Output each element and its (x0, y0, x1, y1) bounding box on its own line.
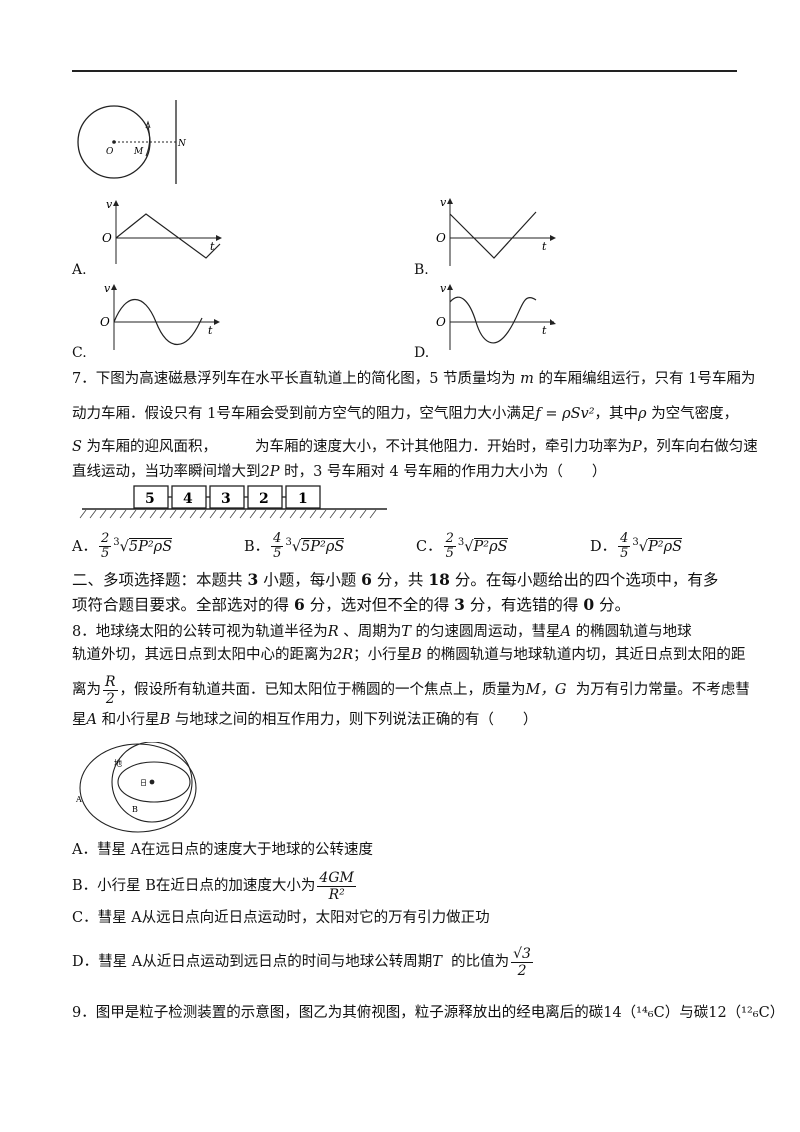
axis-v: v (440, 282, 447, 295)
axis-v: v (440, 196, 447, 209)
label-earth: 地 (114, 758, 122, 768)
axis-v: v (106, 198, 113, 211)
axis-t: t (208, 324, 213, 337)
q9-line1: 9．图甲是粒子检测装置的示意图，图乙为其俯视图，粒子源释放出的经电离后的碳14（… (72, 1005, 785, 1021)
graph-label-d: D. (414, 345, 430, 361)
graph-b: v O t (436, 196, 556, 266)
label-b: B (132, 805, 138, 814)
q7-line2: 动力车厢．假设只有 1号车厢会受到前方空气的阻力，空气阻力大小满足f = ρSv… (72, 406, 739, 422)
q8-option-c: C．彗星 A从远日点向近日点运动时，太阳对它的万有引力做正功 (72, 910, 490, 926)
axis-o: O (436, 231, 446, 245)
car-2: 2 (259, 491, 269, 507)
axis-o: O (102, 231, 112, 245)
q7-line4: 直线运动，当功率瞬间增大到2P 时，3 号车厢对 4 号车厢的作用力大小为（ ） (72, 464, 607, 480)
car-4: 4 (183, 491, 193, 507)
graph-label-b: B. (414, 262, 429, 278)
q8-line2: 轨道外切，其远日点到太阳中心的距离为2R；小行星B 的椭圆轨道与地球轨道内切，其… (72, 647, 746, 663)
car-5: 5 (145, 491, 155, 507)
label-m: M (133, 147, 144, 157)
graph-d: v O t (436, 282, 556, 350)
axis-o: O (436, 315, 446, 329)
car-1: 1 (298, 491, 308, 507)
car-3: 3 (221, 491, 231, 507)
label-n: N (177, 139, 187, 149)
q8-line4: 星A 和小行星B 与地球之间的相互作用力，则下列说法正确的有（ ） (72, 712, 538, 728)
axis-t: t (542, 240, 547, 253)
axis-t: t (542, 324, 547, 337)
circle-figure: O M N (77, 100, 187, 184)
section2-line1: 二、多项选择题：本题共 3 小题，每小题 6 分，共 18 分。在每小题给出的四… (72, 570, 719, 589)
axis-o: O (100, 315, 110, 329)
graph-label-c: C. (72, 345, 87, 361)
label-o: O (106, 147, 114, 157)
q8-line1: 8．地球绕太阳的公转可视为轨道半径为R 、周期为T 的匀速圆周运动，彗星A 的椭… (72, 624, 692, 640)
label-a: A (75, 795, 82, 804)
section2-line2: 项符合题目要求。全部选对的得 6 分，选对但不全的得 3 分，有选错的得 0 分… (72, 595, 631, 614)
graph-a: v O t (102, 198, 222, 264)
header-rule (72, 70, 737, 72)
q7-line3: S 为车厢的迎风面积，为车厢的速度大小，不计其他阻力．开始时，牵引力功率为P，列… (72, 439, 758, 455)
label-sun: 日 (140, 779, 147, 787)
axis-v: v (104, 282, 111, 295)
orbit-figure: 地 日 A B (75, 742, 197, 833)
graph-c: v O t (100, 282, 220, 350)
axis-t: t (210, 240, 215, 253)
q7-line1: 7．下图为高速磁悬浮列车在水平长直轨道上的简化图，5 节质量均为 m 的车厢编组… (72, 371, 756, 387)
train-figure: 5 4 3 2 1 (79, 485, 387, 519)
q8-option-a: A．彗星 A在远日点的速度大于地球的公转速度 (72, 842, 374, 858)
graph-label-a: A. (72, 262, 87, 278)
